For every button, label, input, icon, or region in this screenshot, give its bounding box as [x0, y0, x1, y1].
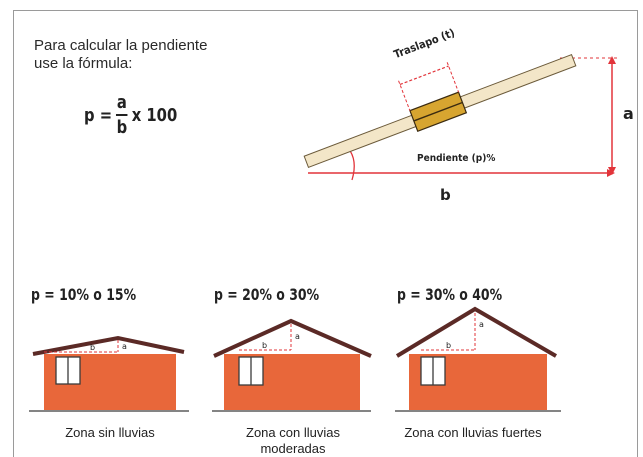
- instruction-text: Para calcular la pendiente use la fórmul…: [34, 37, 294, 73]
- house-2-slope-label: p = 20% o 30%: [214, 285, 320, 304]
- house-2-zone-caption: Zona con lluvias moderadas: [211, 425, 375, 457]
- height-arrow-top: [608, 56, 616, 64]
- overlap-seam: [413, 101, 463, 122]
- slope-formula: p = a b x 100: [84, 90, 177, 140]
- house-3: [395, 306, 558, 410]
- slope-diagram: [303, 53, 618, 181]
- formula-denominator: b: [116, 117, 128, 138]
- house-2-b-label: b: [262, 341, 267, 350]
- slope-percent-label: Pendiente (p)%: [417, 153, 496, 164]
- formula-rhs: x 100: [131, 104, 178, 126]
- overlap-guide-right: [446, 62, 459, 93]
- house-3-zone-line-1: Zona con lluvias fuertes: [404, 425, 542, 440]
- house-1: [32, 335, 185, 410]
- house-3-slope-label: p = 30% o 40%: [397, 285, 503, 304]
- instruction-line-2: use la fórmula:: [34, 55, 133, 72]
- house-2: [213, 318, 372, 410]
- base-label: b: [440, 186, 451, 204]
- house-3-roof: [395, 306, 558, 358]
- house-3-a-label: a: [479, 320, 484, 329]
- house-1-zone-caption: Zona sin lluvias: [30, 425, 190, 441]
- house-2-zone-line-2: moderadas: [260, 441, 326, 456]
- angle-arc: [347, 147, 355, 181]
- house-1-zone-line-1: Zona sin lluvias: [65, 425, 155, 440]
- formula-lhs: p =: [84, 104, 113, 126]
- house-3-zone-caption: Zona con lluvias fuertes: [378, 425, 568, 441]
- house-1-slope-label: p = 10% o 15%: [31, 285, 137, 304]
- instruction-line-1: Para calcular la pendiente: [34, 37, 208, 54]
- house-2-a-label: a: [295, 332, 300, 341]
- height-arrow-bottom: [608, 167, 616, 175]
- overlap-dimension-line: [399, 65, 449, 86]
- overlap-guide-left: [398, 80, 411, 111]
- formula-numerator: a: [116, 92, 127, 113]
- base-arrow-right: [607, 169, 615, 177]
- house-1-b-label: b: [90, 343, 95, 352]
- house-1-a-label: a: [122, 342, 127, 351]
- height-label: a: [623, 104, 634, 123]
- roof-plank: [303, 53, 577, 169]
- house-2-roof: [213, 318, 372, 358]
- fraction-bar: [116, 114, 128, 116]
- house-2-zone-line-1: Zona con lluvias: [246, 425, 340, 440]
- house-3-b-label: b: [446, 341, 451, 350]
- formula-fraction: a b: [116, 92, 128, 138]
- house-1-roof: [32, 335, 185, 356]
